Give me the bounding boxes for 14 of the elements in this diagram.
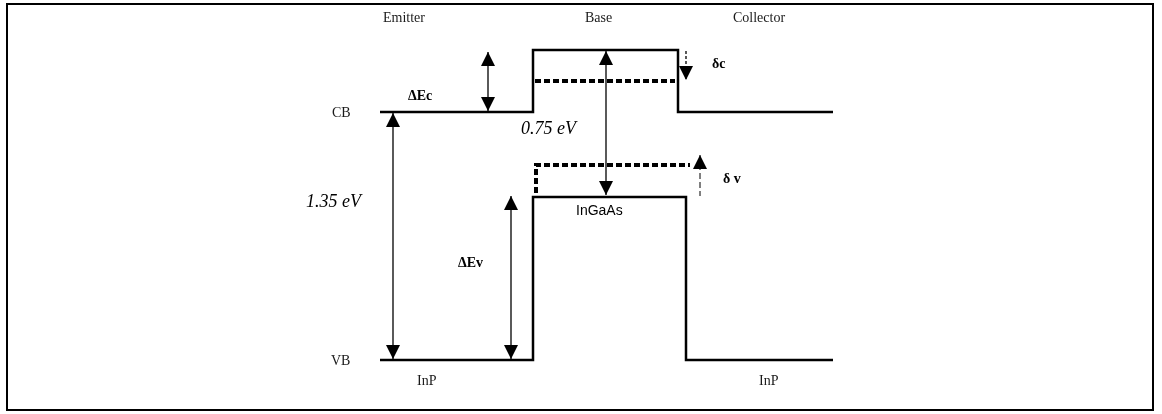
band-label: VB bbox=[331, 354, 351, 368]
symbol-label: δ v bbox=[723, 172, 741, 186]
value-label: 0.75 eV bbox=[521, 119, 576, 137]
material-label: InP bbox=[759, 374, 779, 388]
symbol-label: ΔEc bbox=[408, 89, 433, 103]
region-label: Base bbox=[585, 11, 613, 25]
value-label: 1.35 eV bbox=[306, 192, 361, 210]
symbol-label: δc bbox=[712, 57, 726, 71]
band-label: CB bbox=[332, 106, 351, 120]
region-label: Collector bbox=[733, 11, 786, 25]
material-label: InGaAs bbox=[576, 203, 623, 217]
region-label: Emitter bbox=[383, 11, 425, 25]
material-label: InP bbox=[417, 374, 437, 388]
symbol-label: ΔEv bbox=[458, 256, 484, 270]
